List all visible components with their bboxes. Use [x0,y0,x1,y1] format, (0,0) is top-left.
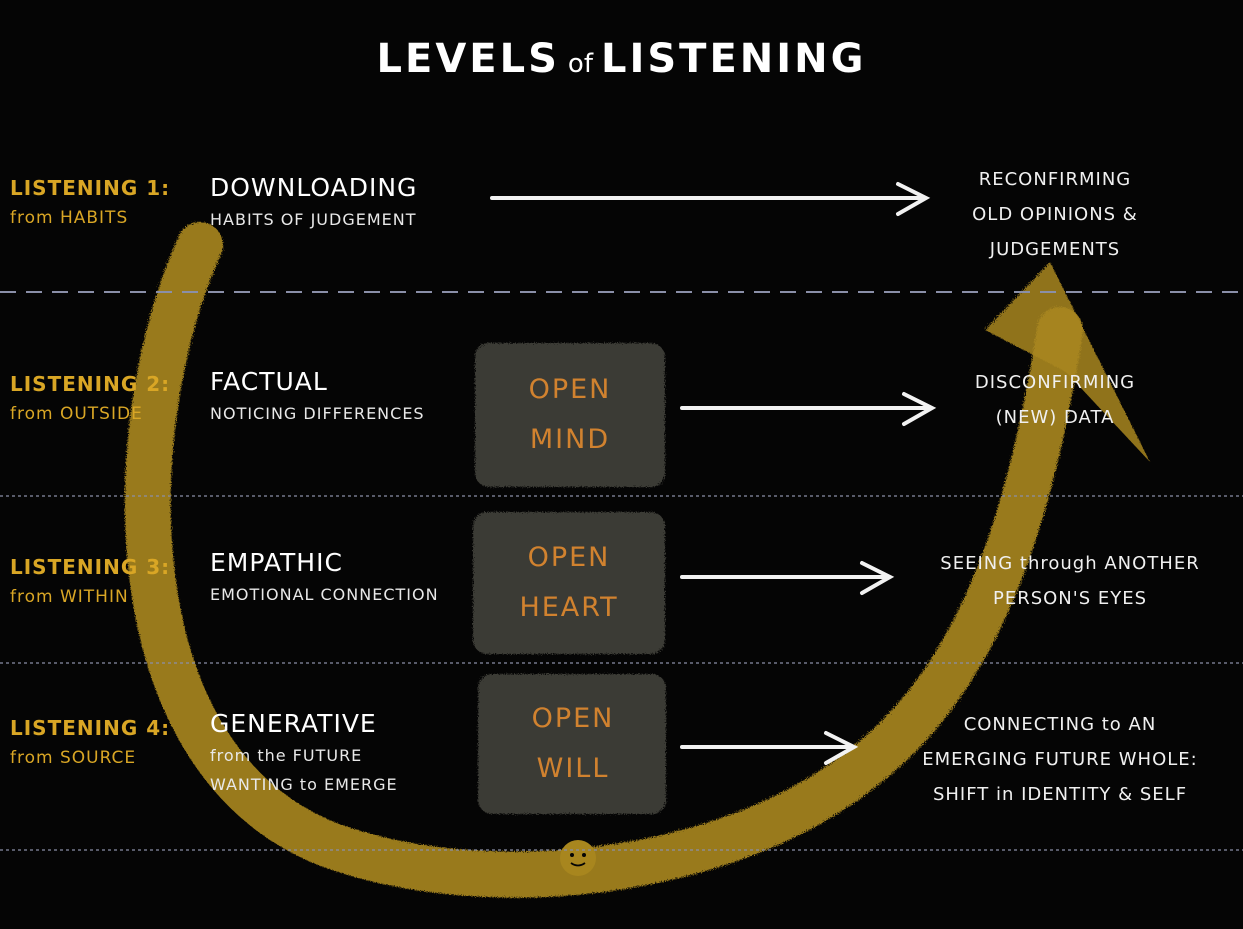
opening-3-line-1: OPEN [531,703,615,735]
outcome-1-line-2: OLD OPINIONS & [972,204,1138,226]
mode-description-3: EMOTIONAL CONNECTION [210,585,439,604]
arrow-icon-1 [490,182,931,216]
outcome-3-line-1: SEEING through ANOTHER [940,553,1200,574]
outcome-4-line-1: CONNECTING to AN [963,714,1157,735]
opening-1-line-2: MIND [529,424,611,455]
level-source-2: from OUTSIDE [10,404,143,424]
level-source-1: from HABITS [10,208,129,228]
mode-name-2: FACTUAL [210,367,328,396]
arrow-icon-4 [680,731,859,765]
level-label-2: LISTENING 2: from OUTSIDE [10,372,170,424]
arrow-icon-3 [680,561,895,595]
outcome-3: SEEING through ANOTHER PERSON'S EYES [910,546,1230,616]
opening-patch-1 [475,343,665,487]
u-curve-arrowhead [985,262,1150,462]
level-mode-3: EMPATHIC EMOTIONAL CONNECTION [210,548,439,604]
outcome-1: RECONFIRMING OLD OPINIONS & JUDGEMENTS [945,162,1165,267]
outcome-4: CONNECTING to AN EMERGING FUTURE WHOLE: … [890,707,1230,812]
opening-3: OPEN WILL [478,674,668,814]
level-label-4: LISTENING 4: from SOURCE [10,716,170,768]
mode-name-1: DOWNLOADING [210,173,418,202]
opening-1-line-1: OPEN [528,374,612,406]
level-label-1: LISTENING 1: from HABITS [10,176,170,228]
title-right: LISTENING [600,36,867,82]
title-connector: of [567,49,593,79]
arrow-icon-2 [680,392,937,426]
outcome-2: DISCONFIRMING (NEW) DATA [945,365,1165,435]
level-mode-2: FACTUAL NOTICING DIFFERENCES [210,367,425,423]
opening-patch-3 [478,674,666,814]
opening-3-line-2: WILL [536,753,610,784]
outcome-2-line-2: (NEW) DATA [995,407,1115,429]
u-curve-bottom-face-icon [560,840,596,876]
opening-2-line-1: OPEN [527,542,611,574]
outcome-2-line-1: DISCONFIRMING [974,372,1136,393]
opening-1: OPEN MIND [475,345,665,485]
level-title-2: LISTENING 2: [10,372,171,396]
outcome-3-line-2: PERSON'S EYES [992,588,1148,610]
mode-name-4: GENERATIVE [210,709,377,738]
outcome-4-line-3: SHIFT in IDENTITY & SELF [932,784,1188,806]
mode-description-2: NOTICING DIFFERENCES [210,404,425,423]
level-title-3: LISTENING 3: [10,555,171,579]
outcome-1-line-1: RECONFIRMING [978,169,1132,190]
level-title-4: LISTENING 4: [10,716,171,740]
mode-description-4: from the FUTURE [210,746,363,765]
opening-2: OPEN HEART [474,513,664,653]
mode-name-3: EMPATHIC [210,548,343,577]
level-source-4: from SOURCE [10,748,137,768]
title-left: LEVELS [376,36,560,82]
level-source-3: from WITHIN [10,587,129,607]
mode-description-1: HABITS OF JUDGEMENT [210,210,417,229]
level-mode-4: GENERATIVE from the FUTURE WANTING to EM… [210,709,398,794]
opening-2-line-2: HEART [519,592,619,623]
outcome-4-line-2: EMERGING FUTURE WHOLE: [922,749,1198,771]
level-label-3: LISTENING 3: from WITHIN [10,555,170,607]
outcome-1-line-3: JUDGEMENTS [989,239,1121,261]
level-title-1: LISTENING 1: [10,176,171,200]
u-curve [124,222,1083,898]
opening-patch-2 [473,512,665,654]
level-mode-1: DOWNLOADING HABITS OF JUDGEMENT [210,173,417,229]
mode-description-4b: WANTING to EMERGE [210,775,398,794]
